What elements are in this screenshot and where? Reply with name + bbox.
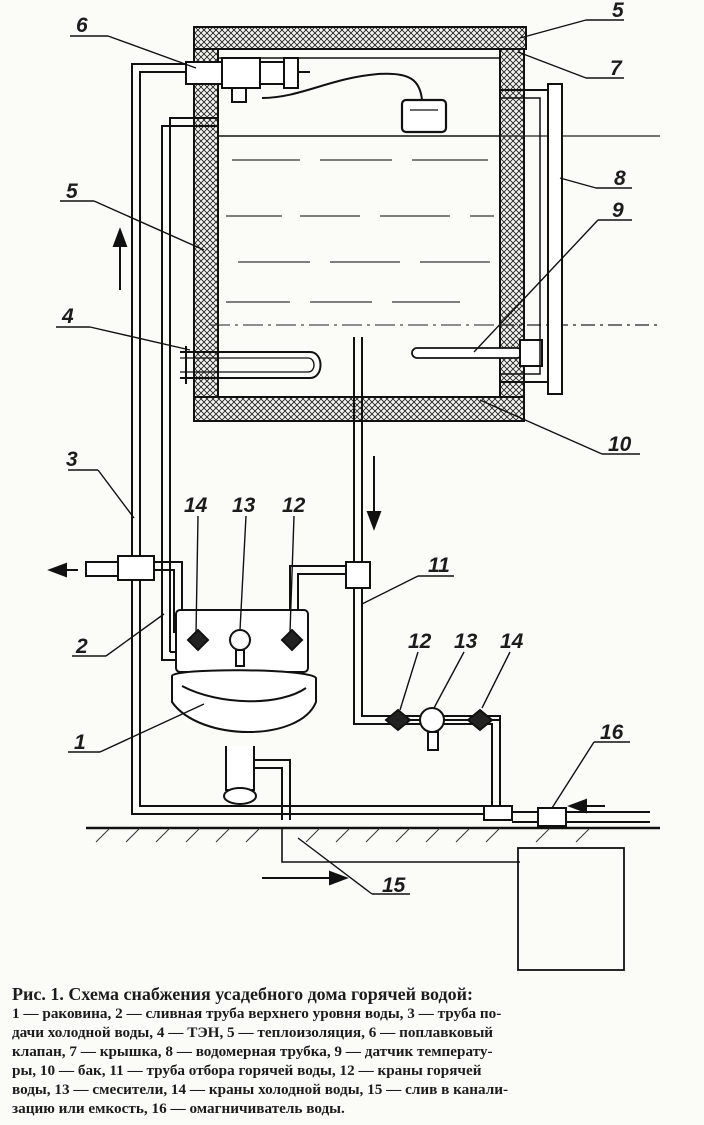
caption-line: воды, 13 — смесители, 14 — краны холодно… bbox=[12, 1081, 509, 1098]
caption-title: Рис. 1. Схема снабжения усадебного дома … bbox=[12, 984, 474, 1004]
drain-reservoir bbox=[517, 847, 625, 971]
label-13-upper: 13 bbox=[232, 494, 256, 517]
caption-line: 1 — раковина, 2 — сливная труба верхнего… bbox=[12, 1005, 502, 1022]
caption-line: ры, 10 — бак, 11 — труба отбора горячей … bbox=[12, 1062, 482, 1079]
figure-caption: Рис. 1. Схема снабжения усадебного дома … bbox=[12, 985, 692, 1118]
caption-line: клапан, 7 — крышка, 8 — водомерная трубк… bbox=[12, 1043, 493, 1060]
flow-arrows bbox=[47, 227, 605, 886]
label-14-lower: 14 bbox=[500, 630, 524, 653]
insulation-bottom bbox=[193, 396, 525, 422]
label-6: 6 bbox=[76, 14, 88, 37]
tank bbox=[193, 26, 660, 422]
water-gauge-tube bbox=[500, 83, 563, 395]
cold-tee bbox=[85, 555, 183, 633]
label-15: 15 bbox=[382, 874, 406, 897]
label-2: 2 bbox=[75, 635, 88, 658]
label-9: 9 bbox=[612, 199, 624, 222]
caption-line: дачи холодной воды, 4 — ТЭН, 5 — теплоиз… bbox=[12, 1024, 494, 1041]
leader-lines bbox=[56, 19, 640, 895]
insulation-left bbox=[193, 48, 219, 422]
cold-supply-pipe bbox=[131, 63, 490, 815]
label-14-upper: 14 bbox=[184, 494, 208, 517]
label-7: 7 bbox=[610, 57, 623, 80]
floor bbox=[86, 826, 660, 971]
tank-body bbox=[217, 57, 501, 398]
caption-line: зацию или емкость, 16 — омагничиватель в… bbox=[12, 1100, 345, 1117]
label-10: 10 bbox=[608, 433, 632, 456]
label-5-top: 5 bbox=[612, 0, 624, 22]
float-valve bbox=[185, 57, 448, 134]
label-8: 8 bbox=[614, 167, 626, 190]
water-supply-diagram: 6 5 7 8 5 9 4 10 3 14 13 12 11 12 13 14 … bbox=[47, 0, 660, 971]
sink bbox=[171, 609, 317, 820]
float bbox=[400, 98, 448, 134]
magnetizer bbox=[512, 807, 650, 827]
tank-lid bbox=[193, 26, 527, 50]
label-11: 11 bbox=[428, 554, 450, 577]
label-12-lower: 12 bbox=[408, 630, 432, 653]
label-3: 3 bbox=[66, 448, 78, 471]
label-4: 4 bbox=[61, 305, 74, 328]
label-16: 16 bbox=[600, 721, 624, 744]
label-12-upper: 12 bbox=[282, 494, 306, 517]
label-5-left: 5 bbox=[66, 180, 78, 203]
lower-faucet-group bbox=[384, 707, 513, 821]
heating-element bbox=[180, 346, 322, 384]
label-1: 1 bbox=[74, 731, 86, 754]
label-13-lower: 13 bbox=[454, 630, 478, 653]
temperature-sensor bbox=[411, 339, 543, 367]
